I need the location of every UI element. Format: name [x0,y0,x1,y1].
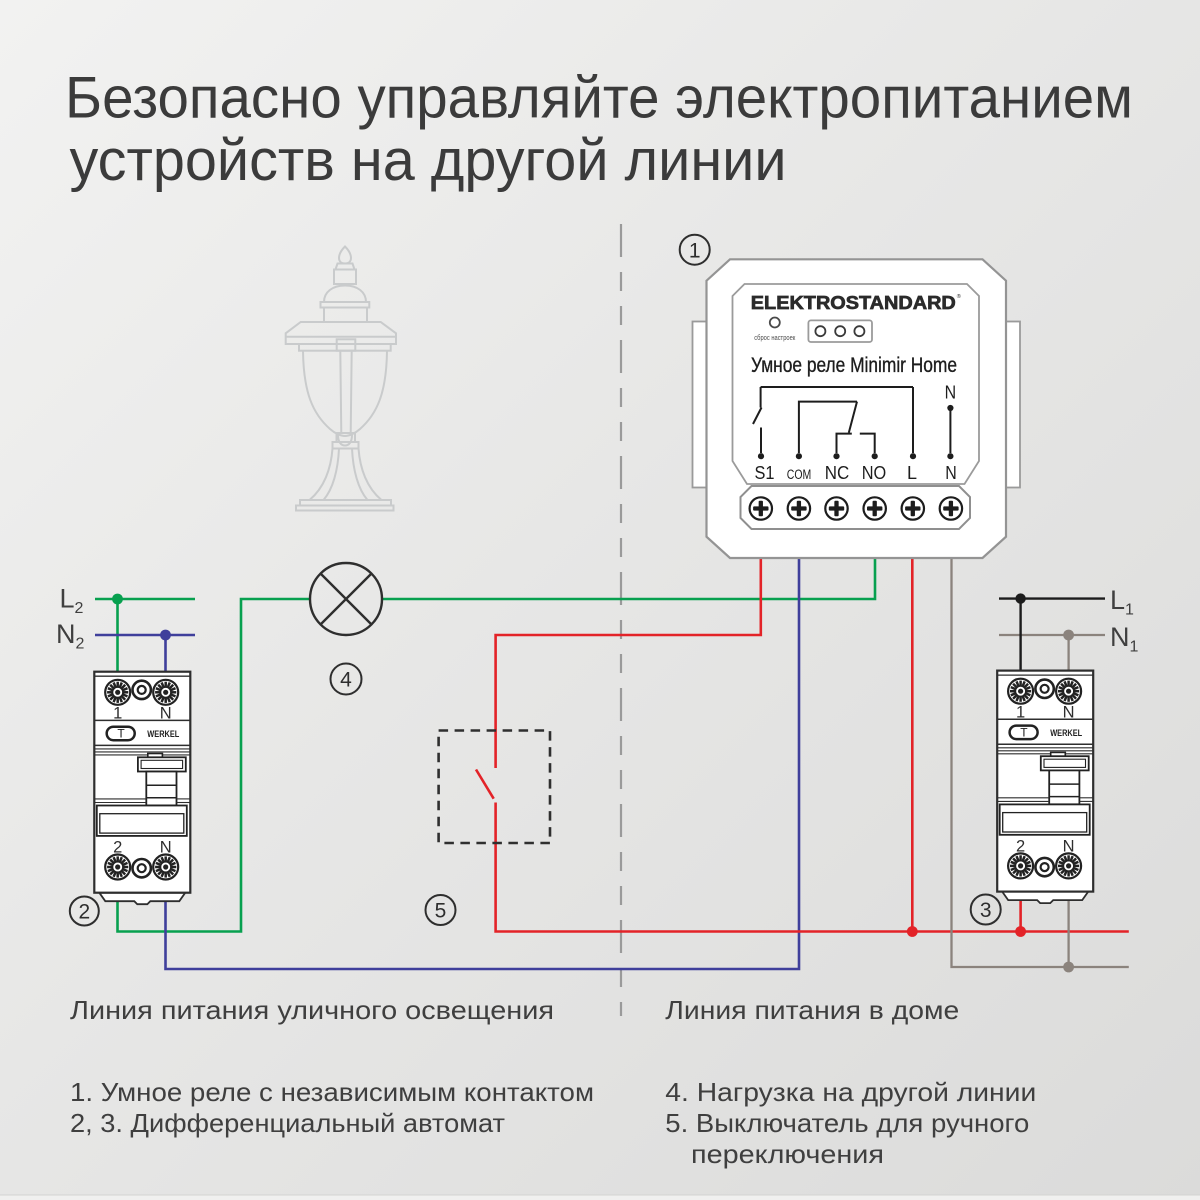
svg-text:Умное реле Minimir Home: Умное реле Minimir Home [751,354,957,377]
svg-text:N: N [945,383,957,403]
svg-text:ELEKTROSTANDARD: ELEKTROSTANDARD [751,292,956,313]
svg-text:4. Нагрузка на другой линии: 4. Нагрузка на другой линии [665,1077,1036,1107]
svg-text:1. Умное реле с независимым ко: 1. Умное реле с независимым контактом [70,1077,594,1107]
svg-text:L: L [907,463,917,483]
svg-text:Безопасно управляйте электропи: Безопасно управляйте электропитанием [65,66,1133,131]
svg-text:2, 3. Дифференциальный автомат: 2, 3. Дифференциальный автомат [70,1108,505,1138]
svg-text:1: 1 [689,240,701,263]
svg-text:2: 2 [78,901,90,924]
svg-text:N: N [945,463,957,483]
svg-text:устройств на другой линии: устройств на другой линии [70,128,787,193]
svg-text:COM: COM [787,467,812,482]
svg-text:переключения: переключения [691,1139,884,1169]
svg-text:®: ® [957,293,961,300]
svg-text:5. Выключатель для ручного: 5. Выключатель для ручного [665,1108,1029,1138]
svg-text:5: 5 [435,900,447,923]
svg-text:3: 3 [980,899,992,922]
svg-text:4: 4 [340,669,352,692]
svg-text:Линия питания уличного освещен: Линия питания уличного освещения [70,995,554,1025]
svg-text:S1: S1 [755,463,775,483]
svg-text:Линия питания в доме: Линия питания в доме [665,995,959,1025]
svg-text:NO: NO [862,463,887,483]
svg-text:NC: NC [825,463,850,483]
svg-text:сброс настроек: сброс настроек [754,334,796,342]
